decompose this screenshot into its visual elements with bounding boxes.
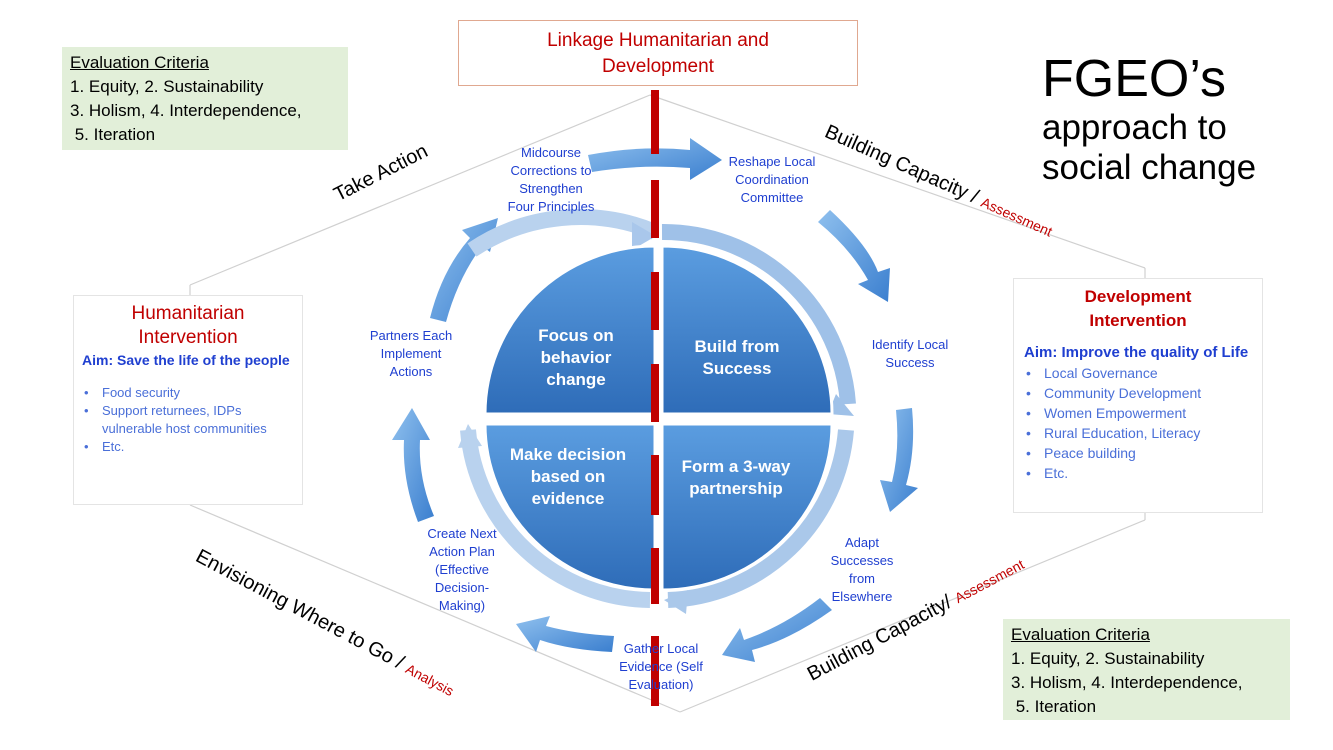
step-line: Evaluation) xyxy=(628,677,694,692)
development-box: Development Intervention Aim: Improve th… xyxy=(1013,278,1263,513)
step-line: Success xyxy=(885,355,935,370)
arrow-midcourse-to-reshape xyxy=(588,138,722,180)
development-title: Development xyxy=(1084,287,1192,306)
criteria-line: 1. Equity, 2. Sustainability xyxy=(1011,649,1205,668)
step-line: Adapt xyxy=(845,535,879,550)
list-item: Support returnees, IDPs vulnerable host … xyxy=(82,402,294,438)
quadrant-line: Success xyxy=(702,359,772,378)
quadrant-line: behavior xyxy=(540,348,612,367)
step-line: Implement xyxy=(380,346,442,361)
step-line: Decision- xyxy=(434,580,490,595)
humanitarian-box: Humanitarian Intervention Aim: Save the … xyxy=(73,295,303,505)
development-aim: Aim: Improve the quality of Life xyxy=(1024,344,1249,361)
inner-ring xyxy=(458,209,856,614)
step-line: Gather Local xyxy=(623,641,699,656)
list-item: Peace building xyxy=(1024,443,1252,463)
quadrant-line: based on xyxy=(530,467,606,486)
humanitarian-title: Intervention xyxy=(138,327,238,348)
step-line: Corrections to xyxy=(510,163,592,178)
step-gather: Gather Local Evidence (Self Evaluation) xyxy=(605,640,717,694)
list-item: Etc. xyxy=(1024,463,1252,483)
step-create: Create Next Action Plan (Effective Decis… xyxy=(406,525,518,615)
linkage-box: Linkage Humanitarian and Development xyxy=(458,20,858,86)
page-subtitle: approach to social change xyxy=(1042,108,1256,188)
arrow-reshape-to-identify xyxy=(818,210,890,302)
humanitarian-list: Food security Support returnees, IDPs vu… xyxy=(82,384,294,456)
step-line: Making) xyxy=(438,598,486,613)
step-line: Committee xyxy=(740,190,804,205)
step-line: Successes xyxy=(830,553,894,568)
step-line: (Effective xyxy=(435,562,489,577)
step-line: Identify Local xyxy=(871,337,949,352)
ring-arrowhead-right xyxy=(828,394,854,416)
criteria-line: 1. Equity, 2. Sustainability xyxy=(70,77,264,96)
step-line: Coordination xyxy=(735,172,809,187)
quadrant-focus xyxy=(483,244,657,416)
step-partners: Partners Each Implement Actions xyxy=(355,327,467,381)
list-item: Community Development xyxy=(1024,383,1252,403)
criteria-line: 5. Iteration xyxy=(70,125,156,144)
list-item: Local Governance xyxy=(1024,363,1252,383)
quadrants xyxy=(483,244,834,592)
criteria-line: 3. Holism, 4. Interdependence, xyxy=(70,101,302,120)
list-item: Food security xyxy=(82,384,294,402)
arrow-gather-to-create xyxy=(516,616,614,652)
subtitle-line2: social change xyxy=(1042,148,1257,187)
step-line: Partners Each xyxy=(369,328,453,343)
list-item: Rural Education, Literacy xyxy=(1024,423,1252,443)
arrow-adapt-to-gather xyxy=(722,598,832,662)
humanitarian-title: Humanitarian xyxy=(131,303,245,324)
development-list: Local Governance Community Development W… xyxy=(1024,363,1252,483)
step-line: Four Principles xyxy=(507,199,595,214)
subtitle-line1: approach to xyxy=(1042,108,1227,147)
ring-arrowhead-left xyxy=(458,424,482,448)
criteria-box-top: Evaluation Criteria 1. Equity, 2. Sustai… xyxy=(62,47,348,150)
humanitarian-aim: Aim: Save the life of the people xyxy=(82,352,290,368)
quadrant-decision xyxy=(483,422,657,592)
step-midcourse: Midcourse Corrections to Strengthen Four… xyxy=(495,144,607,216)
step-reshape: Reshape Local Coordination Committee xyxy=(716,153,828,207)
step-line: Reshape Local xyxy=(728,154,816,169)
step-line: Midcourse xyxy=(521,145,581,160)
criteria-title: Evaluation Criteria xyxy=(70,53,209,72)
quadrant-line: Make decision xyxy=(509,445,627,464)
quadrant-build-label: Build from Success xyxy=(680,336,794,380)
quadrant-line: Focus on xyxy=(538,326,614,345)
step-identify: Identify Local Success xyxy=(855,336,965,372)
linkage-line2: Development xyxy=(602,56,714,77)
step-line: Evidence (Self xyxy=(619,659,703,674)
list-item: Women Empowerment xyxy=(1024,403,1252,423)
divider-line xyxy=(651,90,659,706)
quadrant-build xyxy=(660,244,834,416)
quadrant-decision-label: Make decision based on evidence xyxy=(506,444,630,510)
quadrant-line: partnership xyxy=(689,479,783,498)
criteria-title: Evaluation Criteria xyxy=(1011,625,1150,644)
criteria-line: 3. Holism, 4. Interdependence, xyxy=(1011,673,1243,692)
quadrant-line: Form a 3-way xyxy=(681,457,791,476)
step-line: Strengthen xyxy=(519,181,583,196)
criteria-line: 5. Iteration xyxy=(1011,697,1097,716)
arrow-identify-to-adapt xyxy=(880,408,918,512)
step-line: Actions xyxy=(389,364,433,379)
linkage-line1: Linkage Humanitarian and xyxy=(547,30,769,51)
step-line: Elsewhere xyxy=(831,589,893,604)
quadrant-line: Build from xyxy=(694,337,780,356)
quadrant-focus-label: Focus on behavior change xyxy=(520,325,632,391)
list-item: Etc. xyxy=(82,438,294,456)
page-title: FGEO’s xyxy=(1042,50,1226,108)
step-line: Create Next xyxy=(427,526,497,541)
step-adapt: Adapt Successes from Elsewhere xyxy=(812,534,912,606)
quadrant-partnership-label: Form a 3-way partnership xyxy=(674,456,798,500)
step-line: from xyxy=(849,571,875,586)
quadrant-partnership xyxy=(660,422,834,592)
ring-arrowhead-bottom xyxy=(664,590,688,614)
quadrant-line: evidence xyxy=(531,489,605,508)
arrow-create-to-partners xyxy=(392,408,434,522)
criteria-box-bottom: Evaluation Criteria 1. Equity, 2. Sustai… xyxy=(1003,619,1290,720)
step-line: Action Plan xyxy=(429,544,495,559)
quadrant-line: change xyxy=(546,370,606,389)
development-title: Intervention xyxy=(1089,311,1187,330)
ring-arrowhead-top xyxy=(632,222,656,250)
